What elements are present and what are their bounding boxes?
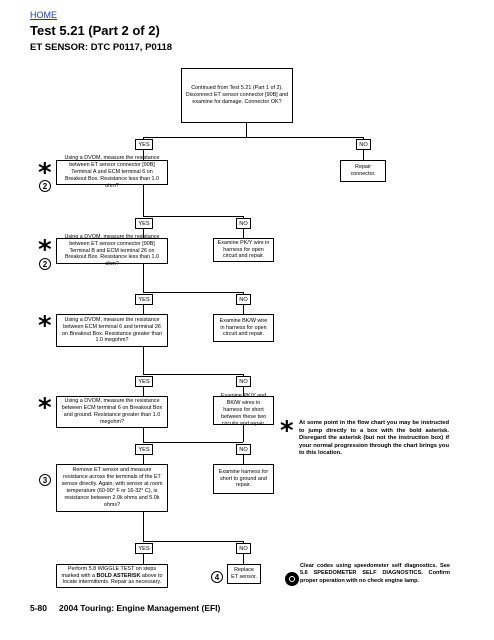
connector-line: [143, 292, 243, 293]
step3-box: Using a DVOM, measure the resistance bet…: [56, 314, 168, 347]
step2-box: Using a DVOM, measure the resistance bet…: [56, 234, 168, 267]
connector-line: [363, 151, 364, 160]
step6-box: Perform 5.8 WIGGLE TEST on steps marked …: [56, 564, 168, 588]
page-subtitle: ET SENSOR: DTC P0117, P0118: [30, 42, 173, 53]
step4-no-text: Examine PK/Y and BK/W wires in harness f…: [220, 393, 267, 427]
step5-box: Remove ET sensor and measure resistance …: [56, 464, 168, 512]
connector-line: [143, 442, 243, 443]
connector-line: [243, 553, 244, 564]
connector-line: [143, 347, 144, 374]
step2-no-box: Examine PK/Y wire in harness for open ci…: [213, 238, 274, 262]
yes-label: YES: [135, 139, 153, 150]
footer-title: 2004 Touring: Engine Management (EFI): [59, 603, 221, 613]
step-number-circle: 4: [211, 571, 223, 583]
connector-line: [143, 228, 144, 238]
bold-asterisk-marker: *: [280, 416, 294, 446]
step6-text-bold: BOLD ASTERISK: [96, 572, 141, 579]
no-label: NO: [236, 294, 251, 305]
start-box-text: Continued from Test 5.21 (Part 1 of 2). …: [185, 85, 289, 105]
no-label: NO: [356, 139, 371, 150]
step-number-circle: 2: [39, 258, 51, 270]
step6-text-a: Perform 5.8 WIGGLE TEST on steps marked …: [61, 565, 157, 579]
bold-asterisk-marker: *: [38, 158, 52, 188]
step1-box: Using a DVOM, measure the resistance bet…: [56, 155, 168, 189]
no-label: NO: [236, 218, 251, 229]
connector-line: [243, 304, 244, 314]
connector-line: [143, 454, 144, 464]
yes-label: YES: [135, 543, 153, 554]
step-number-circle: 2: [39, 180, 51, 192]
step6-no-box: Replace ET sensor.: [227, 564, 261, 584]
connector-line: [246, 123, 247, 137]
step6-text: Perform 5.8 WIGGLE TEST on steps marked …: [60, 566, 164, 587]
bold-asterisk-marker: *: [38, 235, 52, 265]
step4-box: Using a DVOM, measure the resistance bet…: [56, 396, 168, 428]
connector-line: [243, 386, 244, 396]
step5-no-box: Examine harness for short to ground and …: [213, 464, 274, 494]
speedometer-icon: [285, 572, 299, 586]
yes-label: YES: [135, 376, 153, 387]
step-number-circle: 3: [39, 474, 51, 486]
bold-asterisk-marker: *: [38, 393, 52, 423]
step3-no-box: Examine BK/W wire in harness for open ci…: [213, 314, 274, 342]
no-label: NO: [236, 444, 251, 455]
step4-no-box: Examine PK/Y and BK/W wires in harness f…: [213, 393, 274, 427]
page-number: 5-80: [30, 603, 48, 613]
connector-line: [143, 541, 243, 542]
home-link[interactable]: HOME: [30, 10, 57, 20]
step2-no-text: Examine PK/Y wire in harness for open ci…: [217, 239, 270, 260]
connector-line: [143, 185, 144, 216]
connector-line: [143, 216, 243, 217]
connector-line: [143, 151, 144, 160]
step4-text: Using a DVOM, measure the resistance bet…: [61, 398, 163, 425]
connector-line: [143, 264, 144, 292]
no-label: NO: [236, 543, 251, 554]
connector-line: [143, 304, 144, 314]
bold-asterisk-marker: *: [38, 311, 52, 341]
connector-line: [243, 228, 244, 238]
step6-text-b: above to locate intermittents. Repair as…: [62, 572, 163, 586]
yes-label: YES: [135, 218, 153, 229]
no-label: NO: [236, 376, 251, 387]
step6-no-text: Replace ET sensor.: [231, 567, 257, 580]
step1-no-text: Repair connector.: [350, 164, 376, 177]
connector-line: [143, 553, 144, 564]
start-box: Continued from Test 5.21 (Part 1 of 2). …: [181, 68, 293, 123]
asterisk-note: At some point in the flow chart you may …: [299, 420, 449, 457]
step5-text: Remove ET sensor and measure resistance …: [61, 467, 163, 508]
connector-line: [143, 386, 144, 396]
connector-line: [243, 454, 244, 464]
yes-label: YES: [135, 294, 153, 305]
step3-no-text: Examine BK/W wire in harness for open ci…: [219, 317, 268, 338]
diagnostics-note: Clear codes using speedometer self diagn…: [300, 563, 450, 584]
step2-text: Using a DVOM, measure the resistance bet…: [64, 233, 160, 268]
connector-line: [143, 428, 144, 442]
connector-line: [143, 374, 243, 375]
step5-no-text: Examine harness for short to ground and …: [218, 468, 269, 489]
page-title: Test 5.21 (Part 2 of 2): [30, 23, 160, 38]
connector-line: [143, 137, 363, 138]
step1-text: Using a DVOM, measure the resistance bet…: [64, 155, 160, 189]
connector-line: [143, 512, 144, 541]
page-footer: 5-80 2004 Touring: Engine Management (EFI…: [30, 603, 220, 613]
step1-no-box: Repair connector.: [340, 160, 386, 182]
step3-text: Using a DVOM, measure the resistance bet…: [61, 316, 163, 344]
yes-label: YES: [135, 444, 153, 455]
connector-line: [243, 425, 244, 442]
